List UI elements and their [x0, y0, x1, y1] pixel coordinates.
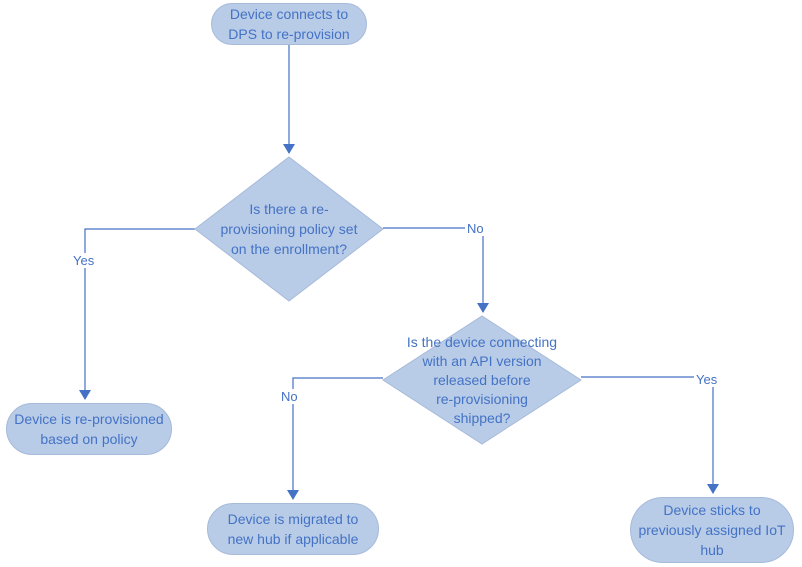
outcome-policy-node-label: Device is re-provisioned based on policy	[14, 411, 164, 447]
outcome-migrate-node: Device is migrated to new hub if applica…	[207, 503, 379, 555]
edge-label-yes-policy: Yes	[71, 253, 97, 268]
edge-decision2-yes	[581, 376, 719, 494]
start-node: Device connects to DPS to re-provision	[211, 3, 367, 45]
edge-label-no-policy: No	[465, 221, 486, 236]
decision-policy-diamond	[194, 156, 384, 302]
edge-label-yes-api: Yes	[694, 372, 720, 387]
edge-label-no-api: No	[279, 389, 300, 404]
outcome-policy-node: Device is re-provisioned based on policy	[6, 403, 172, 455]
start-node-label: Device connects to DPS to re-provision	[228, 6, 350, 42]
decision-policy-label: Is there a re- provisioning policy set o…	[220, 201, 358, 257]
outcome-stick-node: Device sticks to previously assigned IoT…	[630, 497, 794, 563]
decision-api-diamond	[382, 315, 582, 445]
decision-api-label: Is the device connecting with an API ver…	[406, 333, 558, 426]
edge-decision1-yes	[79, 228, 195, 400]
outcome-migrate-node-label: Device is migrated to new hub if applica…	[227, 511, 359, 547]
edge-decision1-no	[383, 227, 489, 313]
outcome-stick-node-label: Device sticks to previously assigned IoT…	[638, 502, 786, 558]
edge-decision2-no	[287, 377, 383, 500]
